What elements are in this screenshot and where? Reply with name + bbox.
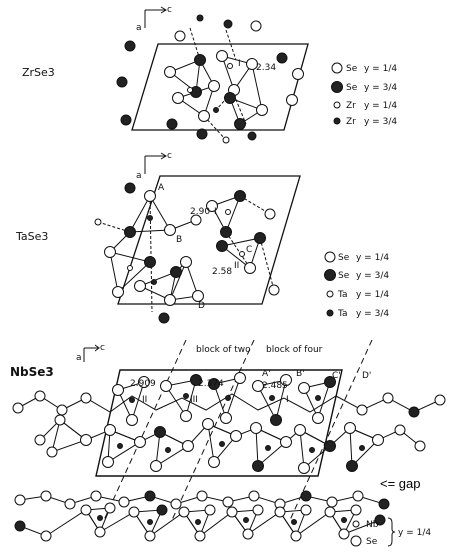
axis-arrows — [83, 344, 100, 362]
legend-y-value: y = 1/4 — [356, 290, 389, 300]
unit-cell-tase3 — [117, 175, 301, 305]
bonds-zrse3 — [168, 27, 264, 141]
bonds-tase3 — [97, 194, 275, 313]
bonds-nbse3-upper — [17, 377, 441, 469]
point-label-c: C — [246, 245, 252, 255]
point-label-b: B — [176, 235, 182, 245]
block-of-two-label: block of two — [196, 345, 251, 355]
axis-label-c: c — [167, 151, 172, 161]
legend-element: Se — [338, 253, 350, 263]
legend-y-value: y = 1/4 — [364, 101, 397, 111]
bond-length-2909: 2.909 — [130, 379, 156, 389]
site-label-iii: III — [190, 395, 198, 405]
block-of-four-label: block of four — [266, 345, 323, 355]
bond-length-258: 2.58 — [212, 267, 232, 277]
site-label-i: I — [214, 207, 217, 217]
atoms-nbse3-upper — [12, 372, 446, 474]
point-label-d: D — [198, 301, 205, 311]
atoms-tase3 — [94, 182, 280, 324]
legend-element: Ta — [337, 309, 348, 319]
legend-tase3 — [324, 251, 336, 317]
axis-arrows — [144, 152, 167, 174]
axis-arrows — [144, 6, 167, 28]
axis-label-a: a — [76, 353, 82, 363]
legend-element: Se — [366, 537, 378, 547]
point-label-b-prime: B' — [296, 369, 305, 379]
site-label-ii: II — [234, 261, 239, 271]
bond-length-234: 2.34 — [256, 63, 276, 73]
site-label-i: I — [238, 59, 241, 69]
panel-nbse3: c a NbSe3 block of two block of four — [10, 339, 446, 547]
site-label-ii: II — [142, 395, 147, 405]
legend-nbse3 — [350, 517, 396, 547]
legend-y-value: y = 1/4 — [398, 528, 431, 538]
unit-cell-nbse3 — [95, 369, 343, 477]
legend-y-value: y = 3/4 — [364, 83, 397, 93]
legend-y-value: y = 3/4 — [364, 117, 397, 127]
point-label-c-prime: C' — [332, 371, 341, 381]
legend-element: Se — [346, 64, 358, 74]
unit-cell-zrse3 — [131, 43, 309, 131]
panel-title-tase3: TaSe3 — [15, 230, 48, 243]
atoms-nbse3-lower — [14, 490, 390, 542]
axis-label-c: c — [100, 343, 105, 353]
legend-element: Ta — [337, 290, 348, 300]
axis-label-a: a — [136, 23, 142, 33]
point-label-a: A — [158, 183, 165, 193]
block-boundaries — [103, 339, 373, 521]
legend-element: Zr — [346, 101, 356, 111]
panel-title-nbse3: NbSe3 — [10, 365, 54, 379]
axis-label-c: c — [167, 5, 172, 15]
bond-length-2374: 2.374 — [198, 379, 224, 389]
panel-title-zrse3: ZrSe3 — [22, 66, 55, 79]
legend-element: Se — [346, 83, 358, 93]
legend-y-value: y = 1/4 — [364, 64, 397, 74]
axis-label-a: a — [136, 171, 142, 181]
legend-zrse3 — [331, 62, 343, 125]
gap-annotation: <= gap — [380, 476, 421, 491]
legend-element: Se — [338, 271, 350, 281]
legend-y-value: y = 3/4 — [356, 271, 389, 281]
bond-length-290: 2.90 — [190, 207, 210, 217]
point-label-d-prime: D' — [362, 371, 371, 381]
bond-length-2485: 2.485 — [262, 381, 288, 391]
legend-y-value: y = 1/4 — [356, 253, 389, 263]
panel-tase3: c a TaSe3 — [15, 151, 389, 324]
panel-zrse3: c a ZrSe3 — [22, 5, 397, 144]
point-label-a-prime: A' — [262, 369, 271, 379]
legend-y-value: y = 3/4 — [356, 309, 389, 319]
atoms-zrse3 — [116, 14, 304, 144]
legend-element: Nb — [366, 520, 379, 530]
legend-element: Zr — [346, 117, 356, 127]
site-label-i: I — [286, 395, 289, 405]
